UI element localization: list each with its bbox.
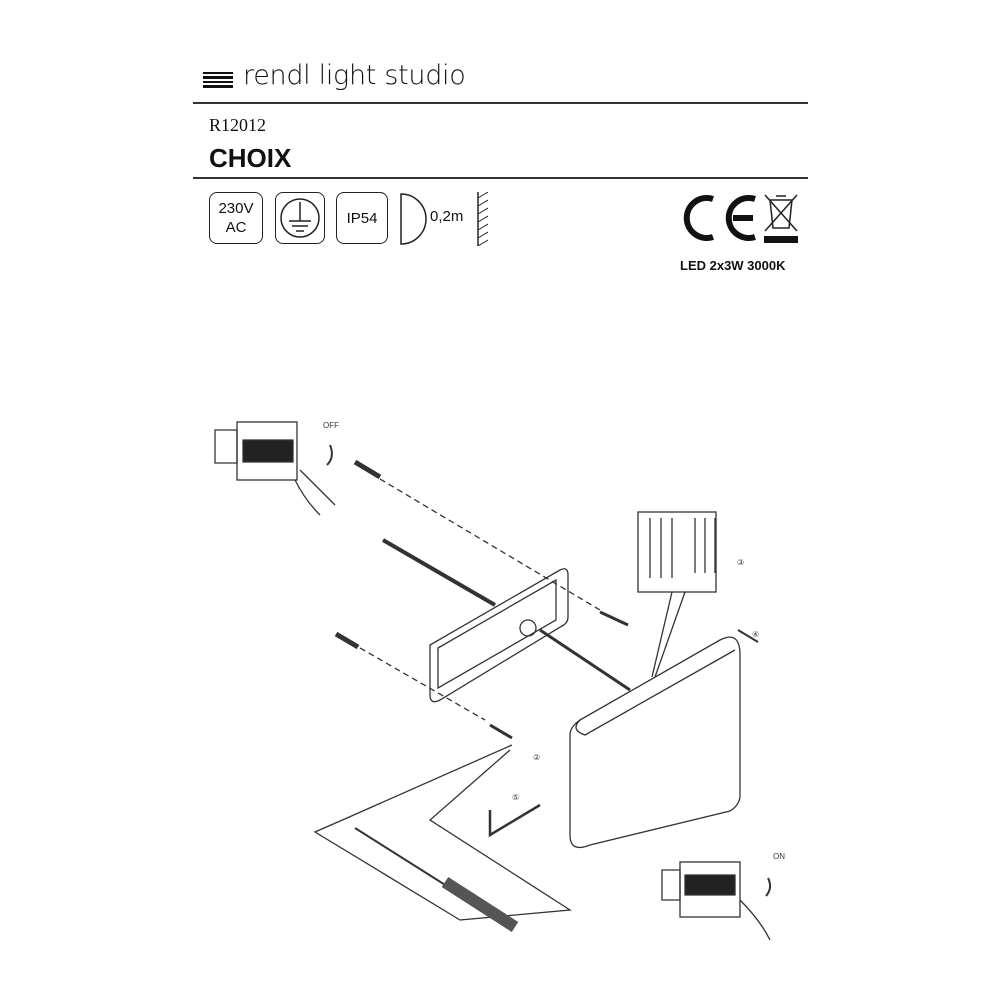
installation-diagram: OFF ③ ④ ② ⑤ ON <box>214 421 785 941</box>
voltage-text: 230V <box>218 200 254 217</box>
breaker-panel-on <box>661 861 772 941</box>
step-3-label: ③ <box>737 558 744 567</box>
cable-icon <box>381 538 497 607</box>
screw-icon <box>599 610 629 627</box>
step-4-label: ④ <box>752 630 759 639</box>
wall-plug-icon <box>334 631 360 650</box>
distance-text: 0,2m <box>430 208 464 225</box>
brand-logo-icon <box>203 72 233 89</box>
step-2-label: ② <box>533 753 540 762</box>
screwdriver-detail-box <box>313 744 572 933</box>
product-name: CHOIX <box>209 143 292 173</box>
voltage-badge: 230V AC <box>209 192 263 244</box>
earth-class-icon <box>275 192 325 244</box>
switch-off-label: OFF <box>323 421 339 430</box>
ip-rating-badge: IP54 <box>336 192 388 244</box>
hex-key-icon <box>488 803 541 838</box>
wall-plug-icon <box>353 459 382 480</box>
mounting-plate <box>429 568 569 703</box>
wall-light-body <box>569 636 741 849</box>
wiring-detail-box <box>637 511 717 678</box>
current-text: AC <box>225 219 247 236</box>
wall-hatch-icon <box>477 192 489 246</box>
step-5-label: ⑤ <box>512 793 519 802</box>
led-spec: LED 2x3W 3000K <box>680 258 786 273</box>
divider <box>193 102 808 104</box>
product-code: R12012 <box>209 115 267 135</box>
switch-on-label: ON <box>773 852 785 861</box>
divider <box>193 177 808 179</box>
weee-bin-icon <box>764 194 798 243</box>
half-circle-icon <box>400 193 427 245</box>
ce-mark-icon <box>683 195 756 241</box>
screw-icon <box>489 723 513 740</box>
brand-name: rendl light studio <box>243 60 466 91</box>
ip-rating-text: IP54 <box>346 209 378 227</box>
breaker-panel-off <box>214 421 336 516</box>
